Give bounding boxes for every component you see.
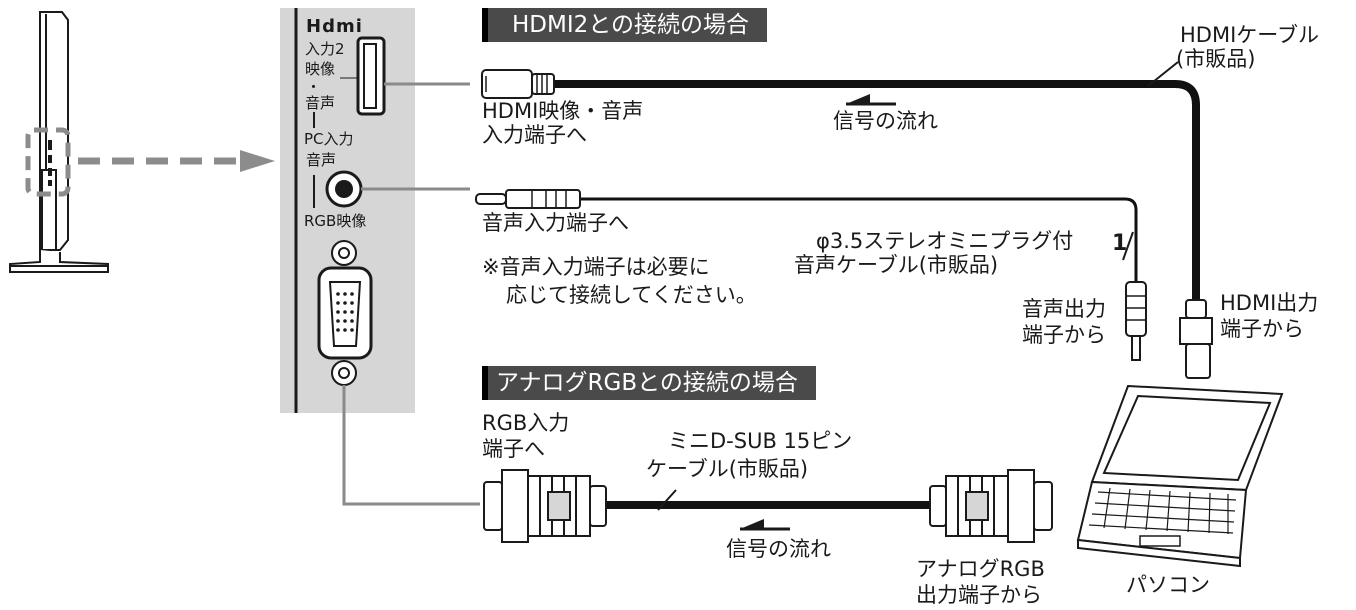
panel-pc-audio-label: 音声 bbox=[306, 151, 337, 169]
panel-pc-input-label: PC入力 bbox=[304, 130, 354, 148]
hdmi-cable bbox=[481, 69, 1200, 305]
hdmi-output-label-line2: 端子から bbox=[1220, 317, 1304, 341]
pc-label: パソコン bbox=[1126, 573, 1210, 597]
audio-input-label: 音声入力端子へ bbox=[482, 211, 629, 235]
hdmi-cable-label-line1: HDMIケーブル bbox=[1180, 23, 1320, 47]
rgb-output-label-line1: アナログRGB bbox=[916, 557, 1045, 581]
rgb-output-label-line2: 出力端子から bbox=[916, 583, 1042, 607]
hdmi-input-label-line2: 入力端子へ bbox=[482, 123, 587, 147]
step-number: 1 bbox=[1112, 231, 1128, 256]
hdmi-port bbox=[356, 36, 386, 116]
hdmi-section-banner: HDMI2との接続の場合 bbox=[482, 8, 768, 42]
grey-lead-lines bbox=[342, 82, 480, 506]
hdmi-logo: Hdmi bbox=[306, 16, 363, 37]
vga-connector-left bbox=[483, 469, 607, 543]
signal-flow-arrow-hdmi bbox=[846, 94, 896, 106]
panel-video-label: 映像 bbox=[305, 60, 336, 78]
panel-rgb-video-label: RGB映像 bbox=[304, 212, 367, 230]
audio-pc-plug bbox=[1125, 281, 1147, 361]
vga-connector-right bbox=[929, 469, 1053, 543]
audio-output-label-line2: 端子から bbox=[1022, 323, 1106, 347]
rgb-section-banner: アナログRGBとの接続の場合 bbox=[482, 366, 816, 400]
signal-flow-arrow-rgb bbox=[740, 519, 790, 531]
tv-side-view bbox=[9, 11, 109, 273]
zoom-arrow bbox=[78, 150, 275, 172]
rgb-cable-label-line2: ケーブル(市販品) bbox=[646, 457, 809, 481]
audio-note-line1: ※音声入力端子は必要に bbox=[482, 255, 710, 279]
audio-note-line2: 応じて接続してください。 bbox=[506, 283, 757, 307]
vga-port bbox=[317, 240, 373, 386]
hdmi-output-label-line1: HDMI出力 bbox=[1220, 291, 1319, 315]
audio-cable-label-line2: 音声ケーブル(市販品) bbox=[794, 253, 999, 277]
audio-cable bbox=[475, 189, 1138, 282]
hdmi-pc-plug bbox=[1179, 299, 1213, 379]
panel-input2-label: 入力2 bbox=[305, 40, 345, 58]
hdmi-cable-label-line2: (市販品) bbox=[1176, 47, 1256, 71]
audio-jack bbox=[325, 170, 363, 208]
hdmi-input-label-line1: HDMI映像・音声 bbox=[482, 99, 644, 123]
panel-audio-label: 音声 bbox=[305, 94, 336, 112]
laptop-icon bbox=[1076, 384, 1284, 568]
rgb-input-label-line2: 端子へ bbox=[482, 437, 545, 461]
rgb-input-label-line1: RGB入力 bbox=[482, 411, 570, 435]
rgb-cable-label-line1: ミニD-SUB 15ピン bbox=[668, 429, 853, 453]
tv-port-highlight bbox=[25, 127, 71, 197]
audio-cable-label-line1: φ3.5ステレオミニプラグ付 bbox=[816, 229, 1074, 253]
hdmi-signal-label: 信号の流れ bbox=[833, 109, 938, 133]
rgb-signal-label: 信号の流れ bbox=[726, 537, 831, 561]
tv-port-markers bbox=[48, 140, 52, 186]
panel-dot-label: ・ bbox=[306, 78, 322, 96]
audio-output-label-line1: 音声出力 bbox=[1022, 297, 1106, 321]
